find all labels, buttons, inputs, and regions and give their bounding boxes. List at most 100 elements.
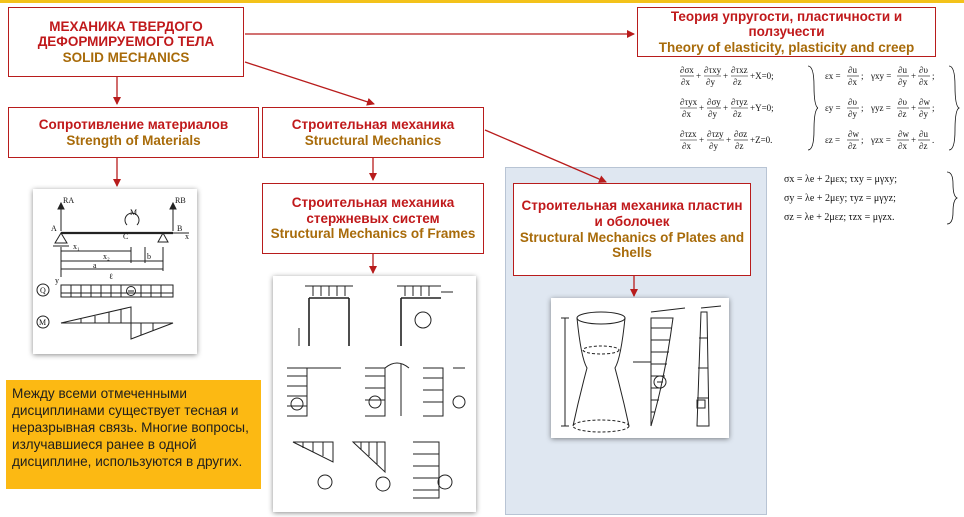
svg-text:+: +	[723, 103, 728, 113]
box-structural: Строительная механика Structural Mechani…	[262, 107, 484, 158]
svg-text:+: +	[911, 103, 916, 113]
equilibrium-equations: ∂σx ∂x + ∂τxy ∂y + ∂τxz ∂z +X=0; ∂τyx ∂x + ∂…	[680, 65, 818, 151]
svg-text:∂y: ∂y	[708, 109, 717, 119]
elasticity-ru: Теория упругости, пластичности и ползуче…	[670, 8, 903, 40]
note-line2: дисциплинами существует тесная и	[12, 402, 239, 418]
svg-text:+: +	[699, 103, 704, 113]
strength-ru: Сопротивление материалов	[38, 116, 229, 132]
frames-diagram-figure	[273, 276, 476, 512]
note-line3: неразрывная связь. Многие вопросы,	[12, 419, 249, 435]
svg-text:∂u: ∂u	[898, 65, 907, 75]
beam-a: A	[51, 224, 57, 233]
svg-text:εx =: εx =	[825, 71, 841, 81]
svg-text:∂x: ∂x	[682, 141, 691, 151]
plates-en-line2: Shells	[612, 245, 652, 261]
svg-text:;: ;	[861, 103, 864, 113]
svg-text:+: +	[699, 135, 704, 145]
beam-diagram-svg: RA RB A B C M x y x₁ x₂ a b ℓ Q M	[36, 196, 189, 340]
svg-text:∂z: ∂z	[919, 141, 927, 151]
frames-en: Structural Mechanics of Frames	[270, 226, 476, 242]
svg-text:εz =: εz =	[825, 135, 840, 145]
beam-y-axis: y	[55, 276, 59, 285]
eq3-tail: +Z=0.	[750, 135, 772, 145]
svg-text:∂τzx: ∂τzx	[680, 129, 697, 139]
solid-ru-line1: МЕХАНИКА ТВЕРДОГО	[49, 18, 203, 34]
svg-text:∂x: ∂x	[848, 77, 857, 87]
svg-text:+: +	[696, 71, 701, 81]
top-accent-bar	[0, 0, 964, 3]
note-line5: дисциплине, используются в других.	[12, 453, 243, 469]
svg-text:+: +	[723, 71, 728, 81]
beam-x2: x₂	[103, 252, 110, 261]
beam-b: B	[177, 224, 182, 233]
svg-text:∂z: ∂z	[733, 109, 741, 119]
hooke-equations: σx = λe + 2μεx; τxy = μγxy; σy = λe + 2μ…	[784, 171, 958, 225]
eq2-tail: +Y=0;	[750, 103, 774, 113]
beam-dim-a: a	[93, 261, 97, 270]
svg-text:;: ;	[932, 103, 935, 113]
svg-text:+: +	[911, 135, 916, 145]
structural-en: Structural Mechanics	[304, 132, 442, 148]
svg-text:∂w: ∂w	[898, 129, 909, 139]
svg-text:+: +	[726, 135, 731, 145]
svg-text:∂τxz: ∂τxz	[731, 65, 748, 75]
box-strength: Сопротивление материалов Strength of Mat…	[8, 107, 259, 158]
svg-text:∂z: ∂z	[848, 141, 856, 151]
svg-text:∂y: ∂y	[898, 77, 907, 87]
beam-q-label: Q	[40, 286, 46, 295]
beam-c: C	[123, 232, 128, 241]
svg-text:∂z: ∂z	[733, 77, 741, 87]
hooke-line2: σy = λe + 2μεy; τyz = μγyz;	[784, 193, 896, 204]
svg-text:;: ;	[932, 71, 935, 81]
beam-x-axis: x	[185, 232, 189, 241]
svg-text:∂y: ∂y	[706, 77, 715, 87]
svg-text:∂σz: ∂σz	[734, 129, 747, 139]
hooke-line1: σx = λe + 2μεx; τxy = μγxy;	[784, 174, 897, 185]
svg-text:∂σy: ∂σy	[707, 97, 721, 107]
plates-en-line1: Structural Mechanics of Plates and	[519, 229, 745, 245]
svg-text:∂υ: ∂υ	[898, 97, 907, 107]
arrow-structural-to-plates	[484, 129, 607, 183]
note-line4: излучавшиеся ранее в одной	[12, 436, 197, 452]
svg-text:∂x: ∂x	[681, 77, 690, 87]
svg-text:;: ;	[861, 135, 864, 145]
svg-text:γxy =: γxy =	[870, 71, 891, 81]
note-line1: Между всеми отмеченными	[12, 386, 187, 401]
beam-diagram-figure: RA RB A B C M x y x₁ x₂ a b ℓ Q M	[33, 189, 197, 354]
eq1-tail: +X=0;	[750, 71, 774, 81]
svg-text:∂υ: ∂υ	[919, 65, 928, 75]
frames-diagram-svg	[287, 285, 466, 499]
solid-ru-line2: ДЕФОРМИРУЕМОГО ТЕЛА	[37, 34, 215, 50]
plates-ru-line2: и оболочек	[594, 213, 670, 229]
beam-ra: RA	[63, 196, 74, 205]
svg-text:∂σx: ∂σx	[680, 65, 694, 75]
box-solid-mechanics: МЕХАНИКА ТВЕРДОГО ДЕФОРМИРУЕМОГО ТЕЛА SO…	[8, 7, 244, 77]
svg-text:;: ;	[861, 71, 864, 81]
svg-text:∂w: ∂w	[848, 129, 859, 139]
svg-text:∂x: ∂x	[898, 141, 907, 151]
svg-text:γzx =: γzx =	[870, 135, 891, 145]
svg-text:∂y: ∂y	[709, 141, 718, 151]
beam-rb: RB	[175, 196, 186, 205]
svg-text:∂τyx: ∂τyx	[680, 97, 698, 107]
shell-diagram-figure	[551, 298, 729, 438]
hooke-line3: σz = λe + 2μεz; τzx = μγzx.	[784, 212, 895, 223]
svg-text:∂τyz: ∂τyz	[731, 97, 748, 107]
box-elasticity: Теория упругости, пластичности и ползуче…	[637, 7, 936, 57]
box-frames: Строительная механика стержневых систем …	[262, 183, 484, 254]
frames-ru-line1: Строительная механика	[291, 195, 455, 211]
strain-equations: εx =∂u∂x; γxy =∂u∂y +∂υ∂x; εy =∂υ∂y; γyz…	[825, 65, 960, 151]
beam-dim-b: b	[147, 252, 151, 261]
svg-text:∂w: ∂w	[919, 97, 930, 107]
beam-x1: x₁	[73, 242, 80, 251]
svg-text:∂υ: ∂υ	[848, 97, 857, 107]
svg-text:∂x: ∂x	[919, 77, 928, 87]
svg-text:∂x: ∂x	[682, 109, 691, 119]
svg-text:∂y: ∂y	[848, 109, 857, 119]
box-plates: Строительная механика пластин и оболочек…	[513, 183, 751, 276]
strength-en: Strength of Materials	[66, 132, 201, 148]
svg-text:∂τxy: ∂τxy	[704, 65, 722, 75]
beam-m: M	[130, 208, 137, 217]
svg-text:∂y: ∂y	[919, 109, 928, 119]
